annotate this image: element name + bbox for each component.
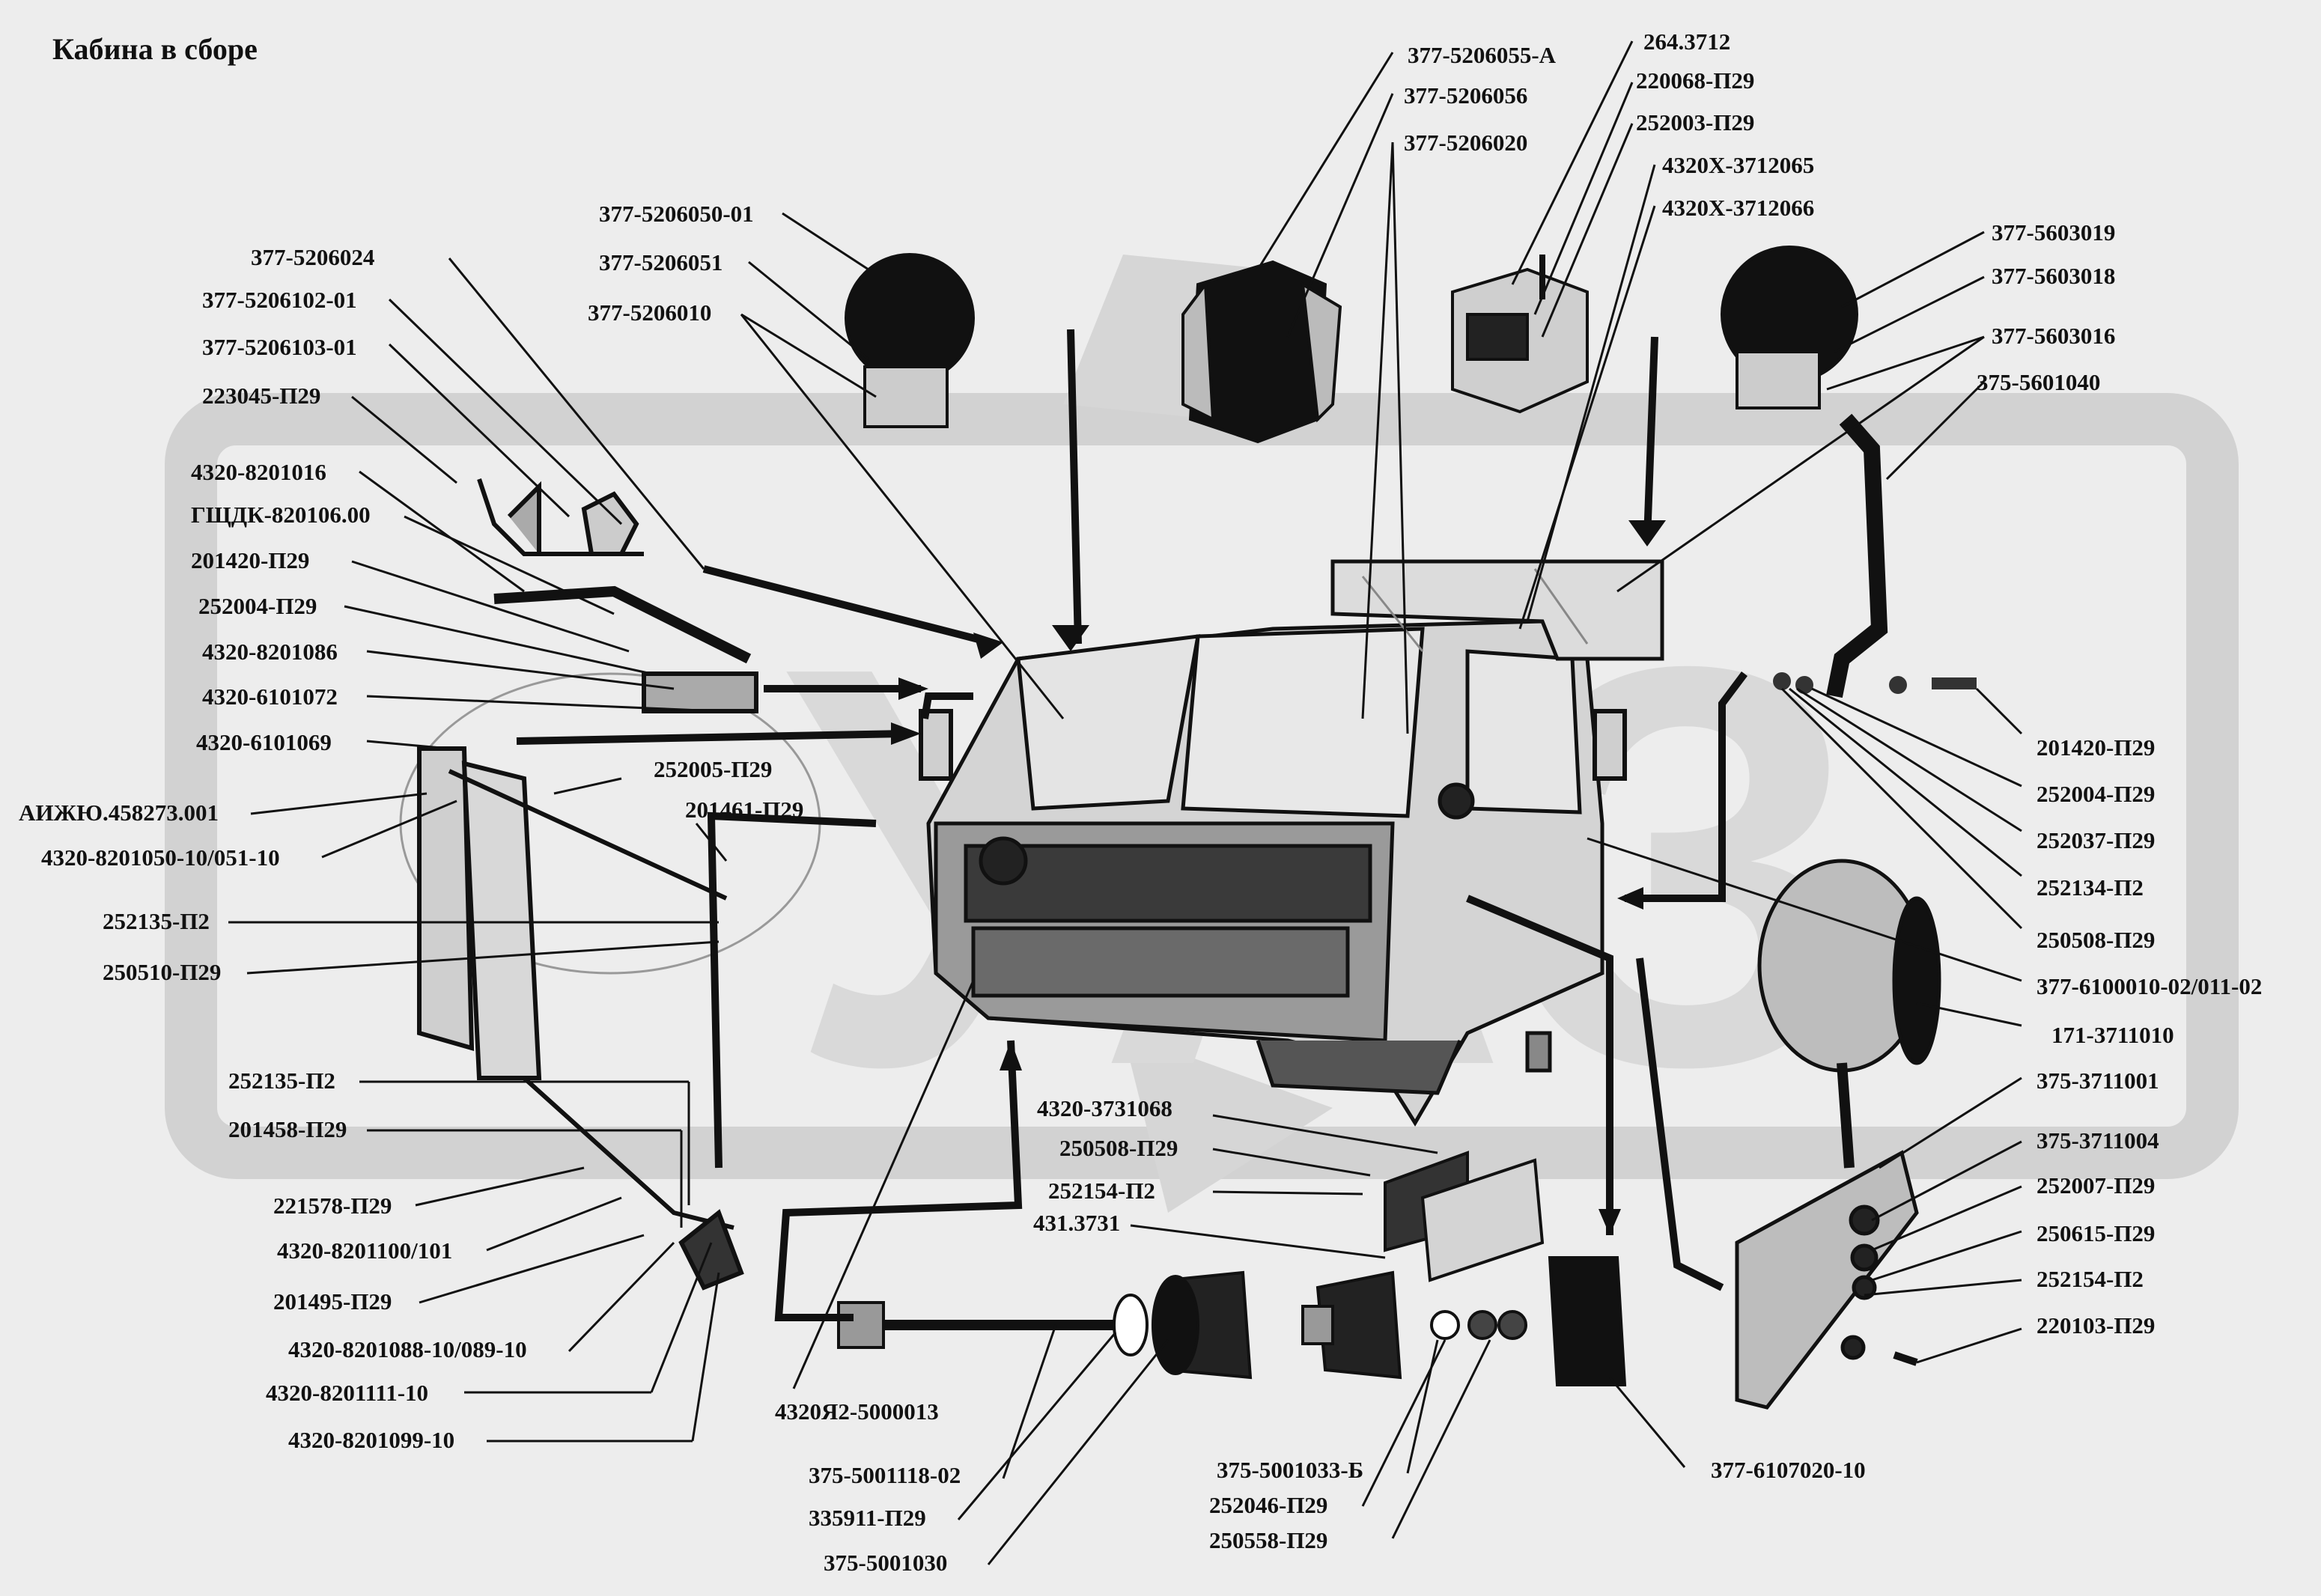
part-label: 252135-П2 bbox=[103, 908, 210, 934]
part-label: 377-5206051 bbox=[599, 249, 723, 275]
part-label: 4320Х-3712065 bbox=[1662, 152, 1815, 178]
part-label: 250558-П29 bbox=[1209, 1527, 1328, 1553]
part-label: 252005-П29 bbox=[654, 756, 773, 782]
part-label: 377-5603019 bbox=[1992, 219, 2116, 246]
right-side-mirror bbox=[919, 709, 1627, 781]
part-label: 252135-П2 bbox=[228, 1067, 335, 1094]
marker-lamp-group bbox=[1181, 260, 1342, 444]
cab-mounts bbox=[837, 1270, 1527, 1380]
part-label: 220103-П29 bbox=[2036, 1312, 2156, 1338]
part-label: 252154-П2 bbox=[1048, 1178, 1155, 1204]
arrow-heads bbox=[891, 520, 1666, 1235]
part-label: 4320-8201050-10/051-10 bbox=[41, 844, 280, 871]
part-label: 377-6107020-10 bbox=[1711, 1457, 1866, 1483]
part-label: 375-5001118-02 bbox=[809, 1462, 961, 1488]
part-label: 4320Я2-5000013 bbox=[775, 1398, 939, 1425]
part-label: 4320-8201111-10 bbox=[266, 1380, 429, 1406]
part-label: 4320-8201088-10/089-10 bbox=[288, 1336, 527, 1362]
part-label: 252004-П29 bbox=[198, 593, 317, 619]
part-label: 201420-П29 bbox=[191, 547, 310, 573]
part-label: 377-5206102-01 bbox=[202, 287, 357, 313]
connector-arrows bbox=[516, 329, 1747, 1321]
part-label: 250508-П29 bbox=[2036, 927, 2156, 953]
part-label: 377-5603016 bbox=[1992, 323, 2116, 349]
part-label: 375-5001033-Б bbox=[1217, 1457, 1364, 1483]
part-label: 252003-П29 bbox=[1636, 109, 1755, 135]
part-label: ГЩДК-820106.00 bbox=[191, 502, 371, 528]
leader-lines bbox=[228, 40, 2023, 1565]
part-label: 4320-8201099-10 bbox=[288, 1427, 455, 1453]
part-label: 201458-П29 bbox=[228, 1116, 347, 1142]
control-plates bbox=[1384, 1151, 1545, 1282]
part-label: 223045-П29 bbox=[202, 383, 321, 409]
part-label: 377-5206020 bbox=[1404, 130, 1528, 156]
part-label: 4320-6101069 bbox=[196, 729, 332, 755]
rotary-lamp bbox=[1735, 859, 1941, 1410]
left-rear-lamp bbox=[845, 253, 975, 428]
part-label: 220068-П29 bbox=[1636, 67, 1755, 94]
part-label: 252134-П2 bbox=[2036, 874, 2144, 901]
part-label: 250510-П29 bbox=[103, 959, 222, 985]
part-label: 250615-П29 bbox=[2036, 1220, 2156, 1246]
part-label: 4320Х-3712066 bbox=[1662, 195, 1815, 221]
part-label: 252037-П29 bbox=[2036, 827, 2156, 853]
part-label: 201461-П29 bbox=[685, 797, 804, 823]
part-label: 377-5603018 bbox=[1992, 263, 2116, 289]
part-label: 4320-8201086 bbox=[202, 639, 338, 665]
part-label: 221578-П29 bbox=[273, 1193, 392, 1219]
part-label: 377-5206050-01 bbox=[599, 201, 754, 227]
part-label: 201495-П29 bbox=[273, 1288, 392, 1315]
part-label: 335911-П29 bbox=[809, 1505, 926, 1531]
page-title: Кабина в сборе bbox=[52, 32, 258, 66]
part-label: 375-3711001 bbox=[2036, 1067, 2159, 1094]
part-label: 4320-8201100/101 bbox=[277, 1237, 453, 1264]
part-label: 4320-3731068 bbox=[1037, 1095, 1172, 1121]
part-label: 377-5206103-01 bbox=[202, 334, 357, 360]
part-label: 431.3731 bbox=[1033, 1210, 1121, 1236]
part-label: АИЖЮ.458273.001 bbox=[19, 799, 219, 826]
part-label: 377-5206010 bbox=[588, 299, 712, 326]
tilt-cylinder bbox=[1548, 1256, 1627, 1386]
handrail bbox=[1826, 413, 1888, 698]
part-label: 377-5206056 bbox=[1404, 82, 1528, 109]
part-label: 377-5206024 bbox=[251, 244, 375, 270]
part-label: 375-5001030 bbox=[824, 1550, 948, 1576]
right-rear-lamp bbox=[1721, 246, 1858, 409]
part-label: 375-5601040 bbox=[1977, 369, 2101, 395]
part-label: 171-3711010 bbox=[2051, 1022, 2174, 1048]
part-label: 377-6100010-02/011-02 bbox=[2036, 973, 2263, 999]
part-label: 4320-6101072 bbox=[202, 683, 338, 710]
part-label: 250508-П29 bbox=[1059, 1135, 1178, 1161]
cab-body bbox=[926, 619, 1604, 1127]
part-label: 252154-П2 bbox=[2036, 1266, 2144, 1292]
part-label: 4320-8201016 bbox=[191, 459, 326, 485]
part-label: 377-5206055-А bbox=[1408, 42, 1557, 68]
relay-box bbox=[1451, 255, 1589, 414]
part-label: 375-3711004 bbox=[2036, 1127, 2159, 1154]
part-label: 252007-П29 bbox=[2036, 1172, 2156, 1198]
part-label: 201420-П29 bbox=[2036, 734, 2156, 761]
part-label: 252046-П29 bbox=[1209, 1492, 1328, 1518]
handrail-hardware bbox=[1773, 672, 1977, 694]
part-label: 252004-П29 bbox=[2036, 781, 2156, 807]
part-label: 264.3712 bbox=[1643, 28, 1731, 55]
